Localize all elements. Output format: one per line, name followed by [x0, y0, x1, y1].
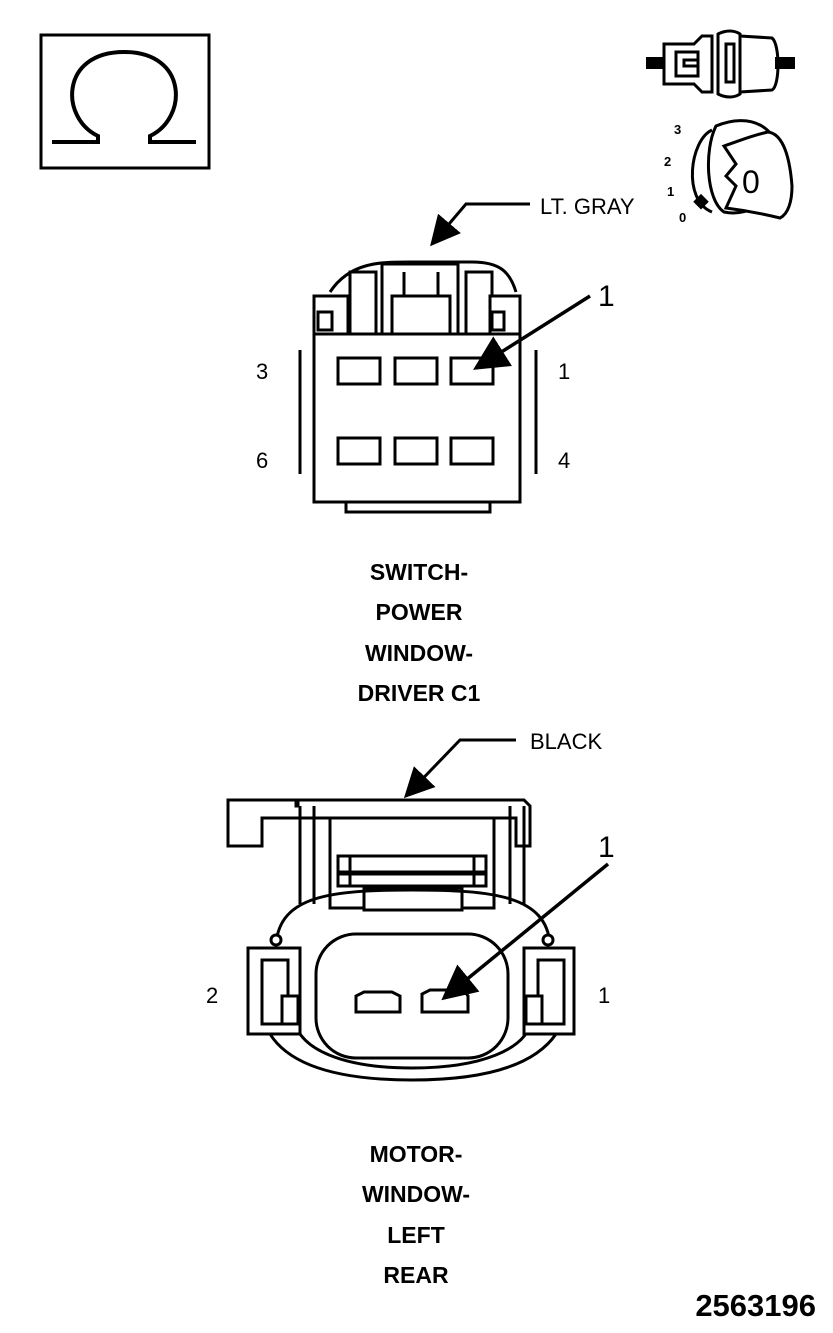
motor-caption-line-1: MOTOR-: [370, 1141, 463, 1167]
ignition-position-2: 2: [664, 154, 671, 169]
motor-color-label: BLACK: [530, 729, 602, 754]
motor-connector: BLACK 1 2 1 MOTOR- WINDOW- LEFT REAR: [206, 729, 615, 1288]
c1-pin-number-6: 6: [256, 448, 268, 473]
c1-cavity-2: [393, 356, 439, 386]
motor-callout-number: 1: [598, 831, 615, 864]
c1-caption-line-4: DRIVER C1: [358, 680, 481, 706]
motor-caption-line-2: WINDOW-: [362, 1181, 470, 1207]
c1-callout-number: 1: [598, 280, 615, 313]
c1-cavity-3: [336, 356, 382, 386]
motor-cavity-1: [420, 988, 470, 1014]
c1-cavity-4: [449, 436, 495, 466]
c1-cavity-6: [336, 436, 382, 466]
ignition-position-3: 3: [674, 122, 681, 137]
c1-caption-line-3: WINDOW-: [365, 640, 473, 666]
c1-color-label: LT. GRAY: [540, 194, 635, 219]
ignition-position-0: 0: [679, 210, 686, 225]
motor-pin1-callout-arrow: [441, 862, 610, 1001]
motor-pin-number-1: 1: [598, 983, 610, 1008]
c1-caption-line-2: POWER: [376, 599, 463, 625]
disconnected-connector-icon: [646, 29, 795, 99]
ignition-key-label: 0: [742, 164, 760, 200]
c1-pin-number-1: 1: [558, 359, 570, 384]
c1-cavity-5: [393, 436, 439, 466]
motor-pin-number-2: 2: [206, 983, 218, 1008]
motor-cavity-2: [354, 990, 402, 1014]
c1-pin-number-3: 3: [256, 359, 268, 384]
ignition-key-off-icon: 0 3 2 1 0: [664, 119, 794, 225]
c1-caption-line-1: SWITCH-: [370, 559, 468, 585]
motor-caption-line-4: REAR: [383, 1262, 449, 1288]
ignition-position-1: 1: [667, 184, 674, 199]
c1-color-leader-arrow: [430, 202, 530, 247]
figure-number: 2563196: [695, 1288, 816, 1323]
motor-color-leader-arrow: [403, 738, 516, 799]
switch-connector-c1: LT. GRAY 1 3 1 6 4 SWITCH- POWER WINDOW-…: [256, 194, 635, 706]
c1-pin1-callout-arrow: [473, 294, 591, 370]
motor-caption-line-3: LEFT: [387, 1222, 445, 1248]
c1-pin-number-4: 4: [558, 448, 570, 473]
ohm-symbol-icon: [39, 33, 211, 170]
